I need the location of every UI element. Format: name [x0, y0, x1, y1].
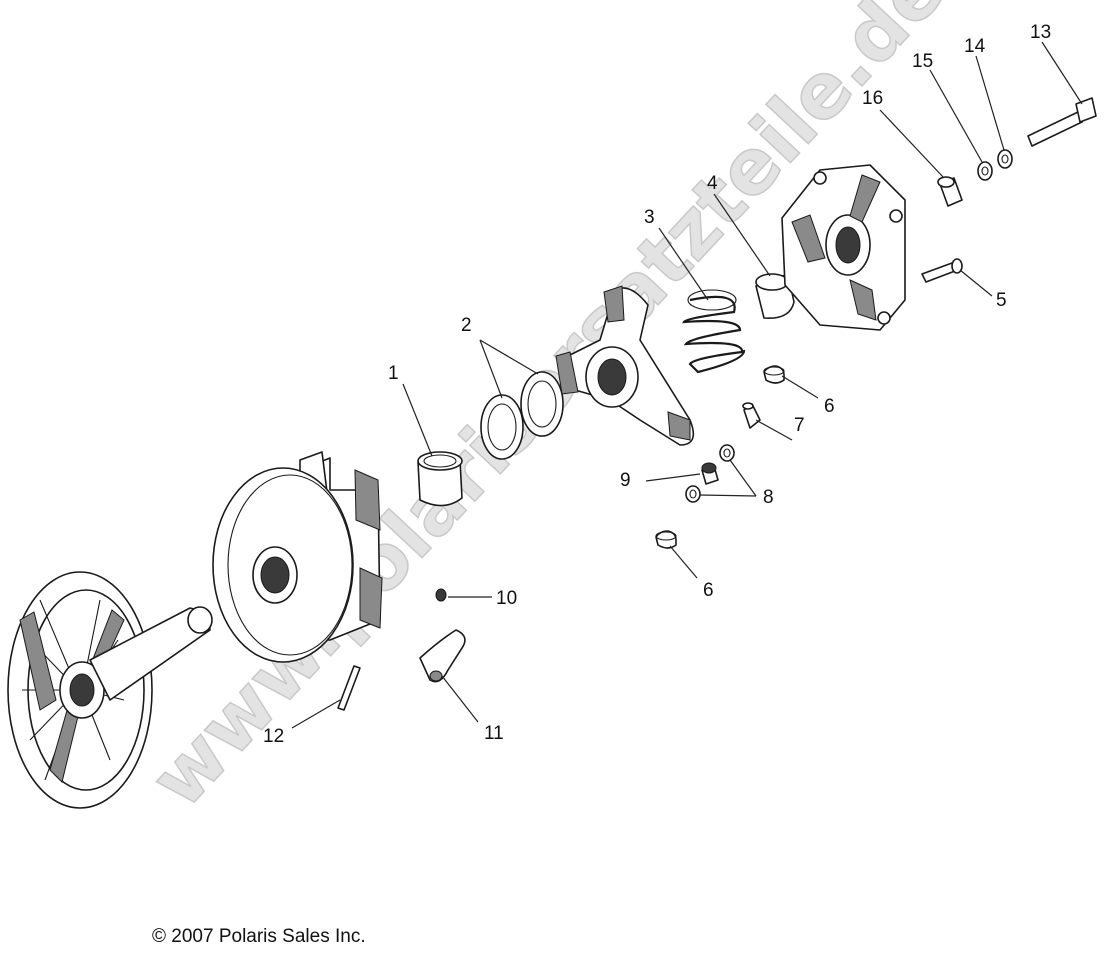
callout-15: 15: [912, 51, 933, 72]
callout-11: 11: [484, 723, 504, 744]
callout-12: 12: [263, 726, 284, 747]
part-16-bushing: [937, 176, 963, 207]
part-1-bushing: [417, 451, 463, 507]
clutch-cover: [781, 164, 906, 331]
part-3-spring: [682, 289, 746, 374]
moveable-sheave: [212, 451, 383, 663]
part-2-washers: [480, 371, 564, 460]
part-6-button-upper: [763, 365, 785, 384]
callout-7: 7: [794, 415, 805, 436]
callout-6-upper: 6: [824, 396, 835, 417]
part-7-pin: [742, 402, 761, 429]
callout-16: 16: [862, 88, 883, 109]
callout-labels: 1 2 3 4 5 6 7 8 9 10 6 11 12 13 14 15 16: [263, 22, 1051, 747]
leader-lines: [291, 41, 1083, 729]
part-11-weight: [419, 629, 466, 683]
callout-2: 2: [461, 315, 472, 336]
part-5-bolt: [921, 258, 963, 283]
part-8-washers: [685, 444, 735, 503]
callout-5: 5: [996, 290, 1007, 311]
part-10-nut: [435, 588, 447, 602]
part-6-button-lower: [655, 530, 677, 549]
callout-10: 10: [496, 588, 517, 609]
callout-1: 1: [388, 363, 399, 384]
part-9-roller: [701, 462, 719, 485]
callout-8: 8: [763, 487, 774, 508]
fixed-sheave-fan: [7, 571, 213, 809]
part-12-pin: [337, 665, 361, 711]
part-14-washer: [997, 149, 1013, 169]
callout-9: 9: [620, 470, 631, 491]
copyright-notice: © 2007 Polaris Sales Inc.: [152, 926, 366, 947]
callout-3: 3: [644, 207, 655, 228]
part-15-washer: [977, 161, 993, 181]
callout-14: 14: [964, 36, 986, 57]
part-13-bolt: [1027, 97, 1097, 147]
callout-6-lower: 6: [703, 580, 714, 601]
spider: [555, 285, 695, 446]
callout-13: 13: [1030, 22, 1051, 43]
callout-4: 4: [707, 173, 718, 194]
